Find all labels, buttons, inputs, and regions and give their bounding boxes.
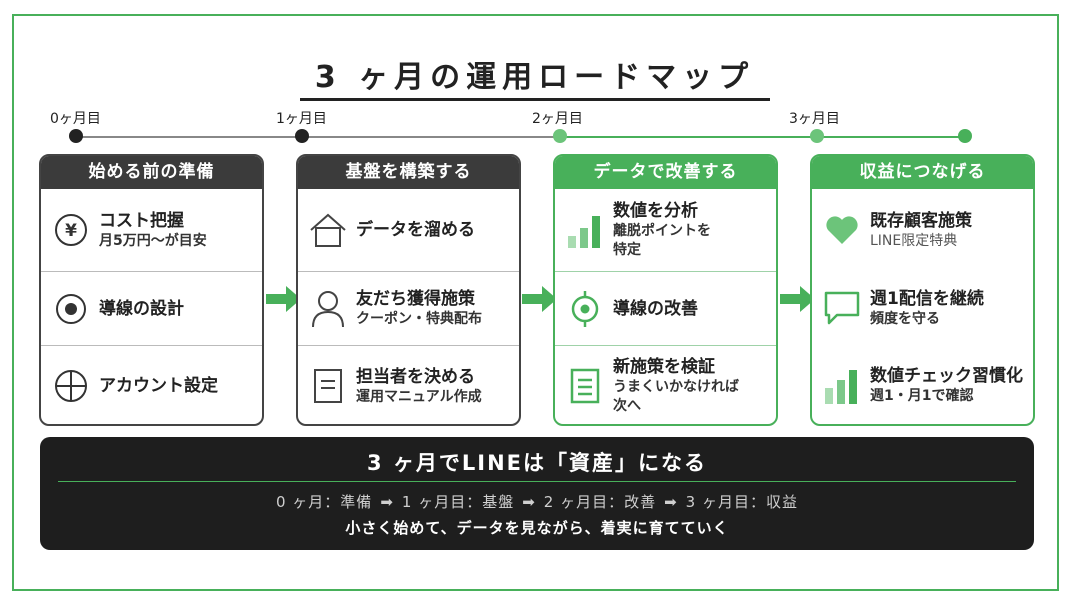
flow-step: 3 ヶ月目：収益 xyxy=(685,493,798,511)
bar-chart-icon xyxy=(563,208,607,252)
phase-heading: 基盤を構築する xyxy=(298,156,519,189)
item-subtitle: 運用マニュアル作成 xyxy=(356,388,482,405)
outer-frame xyxy=(12,14,1059,591)
phase-heading: 収益につなげる xyxy=(812,156,1033,189)
crosshair-circle-icon xyxy=(49,364,93,408)
phase-item: 導線の設計 xyxy=(41,271,262,345)
flow-arrow-icon xyxy=(522,285,558,313)
phase-item: 数値を分析 離脱ポイントを 特定 xyxy=(555,189,776,271)
checklist-icon xyxy=(563,364,607,408)
timeline-line-green xyxy=(560,136,966,138)
item-subtitle: 離脱ポイントを xyxy=(613,223,711,239)
page-title: 3 ヶ月の運用ロードマップ xyxy=(314,60,755,95)
title-underline xyxy=(300,98,770,101)
arrow-right-icon: ➡ xyxy=(380,492,394,511)
summary-tagline: 小さく始めて、データを見ながら、着実に育てていく xyxy=(345,519,729,537)
phase-item: 週1配信を継続 頻度を守る xyxy=(812,271,1033,345)
month-label-0: 0ヶ月目 xyxy=(50,111,101,127)
arrow-right-icon: ➡ xyxy=(664,492,678,511)
phase-item: 数値チェック習慣化 週1・月1で確認 xyxy=(812,345,1033,424)
item-title: 導線の改善 xyxy=(613,298,698,319)
month-label-1: 1ヶ月目 xyxy=(276,111,327,127)
record-icon xyxy=(49,287,93,331)
flow-step: 0 ヶ月：準備 xyxy=(276,493,373,511)
timeline-dot-2 xyxy=(553,129,567,143)
yen-icon: ¥ xyxy=(49,208,93,252)
phase-item: 既存顧客施策 LINE限定特典 xyxy=(812,189,1033,271)
flow-step: 1 ヶ月目：基盤 xyxy=(401,493,515,511)
phase-card-prepare: 始める前の準備 ¥ コスト把握 月5万円〜が目安 導線の設計 アカウント設定 xyxy=(39,154,264,426)
summary-title: 3 ヶ月でLINEは「資産」になる xyxy=(366,451,708,475)
target-icon xyxy=(563,287,607,331)
month-label-2: 2ヶ月目 xyxy=(532,111,583,127)
timeline-line-dark xyxy=(76,136,560,138)
item-title: データを溜める xyxy=(356,220,475,240)
heart-icon xyxy=(820,208,864,252)
timeline-dot-3a xyxy=(810,129,824,143)
item-subtitle-2: 次へ xyxy=(613,398,641,414)
bar-chart-icon xyxy=(820,364,864,408)
phase-card-foundation: 基盤を構築する データを溜める 友だち獲得施策 クーポン・特典配布 担当者を決め… xyxy=(296,154,521,426)
item-title: 既存顧客施策 xyxy=(870,210,972,231)
chat-bubble-icon xyxy=(820,286,864,330)
item-title: 数値チェック習慣化 xyxy=(870,366,1023,386)
summary-flow: 0 ヶ月：準備 ➡ 1 ヶ月目：基盤 ➡ 2 ヶ月目：改善 ➡ 3 ヶ月目：収益 xyxy=(40,491,1034,512)
phase-card-improve: データで改善する 数値を分析 離脱ポイントを 特定 導線の改善 新施策を検証 う… xyxy=(553,154,778,426)
phase-card-revenue: 収益につなげる 既存顧客施策 LINE限定特典 週1配信を継続 頻度を守る 数値… xyxy=(810,154,1035,426)
phase-heading: データで改善する xyxy=(555,156,776,189)
item-subtitle-2: 特定 xyxy=(613,242,641,258)
item-title: 導線の設計 xyxy=(99,298,184,319)
month-label-3: 3ヶ月目 xyxy=(789,111,840,127)
phase-item: 友だち獲得施策 クーポン・特典配布 xyxy=(298,271,519,345)
phase-item: 導線の改善 xyxy=(555,271,776,345)
arrow-right-icon: ➡ xyxy=(522,492,536,511)
timeline-dot-0 xyxy=(69,129,83,143)
timeline-dot-3b xyxy=(958,129,972,143)
house-icon xyxy=(306,208,350,252)
timeline-dot-1 xyxy=(295,129,309,143)
item-subtitle: うまくいかなければ xyxy=(613,379,739,395)
item-title: アカウント設定 xyxy=(99,376,218,396)
svg-text:¥: ¥ xyxy=(65,221,77,241)
summary-divider xyxy=(58,481,1016,482)
phase-heading: 始める前の準備 xyxy=(41,156,262,189)
item-subtitle: 週1・月1で確認 xyxy=(870,388,974,404)
item-subtitle: クーポン・特典配布 xyxy=(356,311,482,327)
item-title: 週1配信を継続 xyxy=(870,288,984,309)
phase-item: 新施策を検証 うまくいかなければ 次へ xyxy=(555,345,776,424)
flow-step: 2 ヶ月目：改善 xyxy=(543,493,657,511)
item-title: コスト把握 xyxy=(99,210,184,231)
person-icon xyxy=(306,287,350,331)
phase-item: ¥ コスト把握 月5万円〜が目安 xyxy=(41,189,262,271)
summary-banner: 3 ヶ月でLINEは「資産」になる 0 ヶ月：準備 ➡ 1 ヶ月目：基盤 ➡ 2… xyxy=(40,437,1034,550)
item-title: 友だち獲得施策 xyxy=(356,289,475,309)
item-subtitle: 頻度を守る xyxy=(870,310,940,327)
item-title: 新施策を検証 xyxy=(613,357,715,377)
item-subtitle: 月5万円〜が目安 xyxy=(99,232,207,249)
phase-item: 担当者を決める 運用マニュアル作成 xyxy=(298,345,519,424)
flow-arrow-icon xyxy=(266,285,302,313)
item-subtitle: LINE限定特典 xyxy=(870,232,958,249)
phase-item: データを溜める xyxy=(298,189,519,271)
phase-item: アカウント設定 xyxy=(41,345,262,424)
item-title: 数値を分析 xyxy=(613,201,698,221)
document-icon xyxy=(306,364,350,408)
flow-arrow-icon xyxy=(780,285,816,313)
item-title: 担当者を決める xyxy=(356,366,475,387)
